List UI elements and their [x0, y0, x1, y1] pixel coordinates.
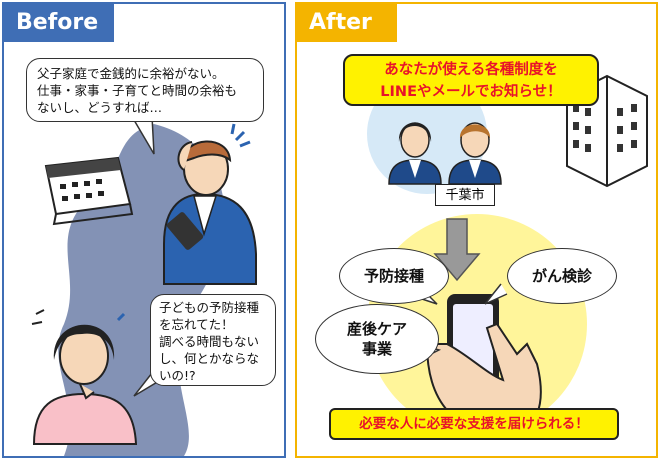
- down-arrow-icon: [433, 218, 481, 282]
- mother-figure: [31, 309, 138, 445]
- staff-male: [448, 122, 502, 185]
- staff-female: [388, 122, 442, 185]
- banner-line: あなたが使える各種制度を: [384, 62, 558, 78]
- bubble-line: を忘れてた！: [159, 317, 234, 332]
- father-figure: [163, 123, 257, 285]
- city-label: 千葉市: [435, 184, 495, 206]
- bubble-line: ないし、どうすれば…: [37, 100, 163, 115]
- bubble-line: し、何とかならな: [159, 351, 260, 366]
- smartphone-hand-icon: [425, 294, 542, 436]
- footer-banner: 必要な人に必要な支援を届けられる！: [329, 408, 619, 440]
- service-oval-vaccination: 予防接種: [339, 248, 449, 304]
- banner-line: LINEやメールでお知らせ！: [380, 84, 562, 100]
- service-oval-postpartum-care: 産後ケア 事業: [315, 304, 439, 374]
- speech-bubble-father: 父子家庭で金銭的に余裕がない。 仕事・家事・子育てと時間の余裕も ないし、どうす…: [26, 58, 264, 122]
- bubble-line: 父子家庭で金銭的に余裕がない。: [37, 66, 225, 81]
- before-panel: Before: [2, 2, 286, 458]
- bubble-line: 調べる時間もない: [159, 334, 260, 349]
- service-oval-cancer-screening: がん検診: [507, 248, 617, 304]
- bubble-line: 仕事・家事・子育てと時間の余裕も: [37, 83, 238, 98]
- speech-bubble-mother: 子どもの予防接種 を忘れてた！ 調べる時間もない し、何とかならな いの!?: [150, 294, 276, 386]
- bubble-line: 子どもの予防接種: [159, 300, 260, 315]
- after-panel: After: [295, 2, 658, 458]
- after-tab: After: [297, 4, 397, 42]
- before-tab: Before: [4, 4, 114, 42]
- bubble-line: いの!?: [159, 368, 196, 383]
- calendar-icon: [44, 156, 134, 226]
- notification-banner: あなたが使える各種制度を LINEやメールでお知らせ！: [343, 54, 599, 106]
